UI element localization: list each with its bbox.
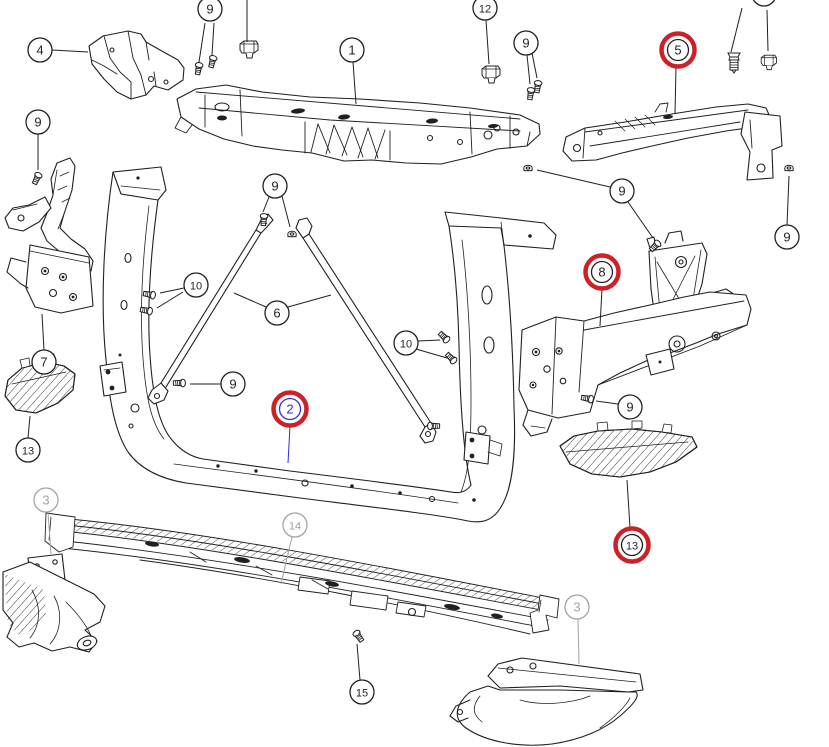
callout-15[interactable]: 15 xyxy=(349,679,375,705)
part-14-lower-closure-panel xyxy=(45,513,559,634)
callout-9[interactable]: 9 xyxy=(262,173,288,199)
callout-14[interactable]: 14 xyxy=(282,512,308,538)
part-3-left-deflector xyxy=(3,554,105,653)
callout-9[interactable]: 9 xyxy=(197,0,223,22)
callout-9[interactable]: 9 xyxy=(617,394,643,420)
svg-text:9: 9 xyxy=(206,1,213,16)
callout-5[interactable]: 5 xyxy=(659,31,697,69)
push-pin-icon xyxy=(727,52,741,74)
svg-text:10: 10 xyxy=(400,338,412,350)
callout-9[interactable]: 9 xyxy=(220,371,246,397)
svg-text:5: 5 xyxy=(674,42,681,57)
callout-9[interactable]: 9 xyxy=(25,109,51,135)
svg-text:9: 9 xyxy=(618,183,625,198)
svg-text:13: 13 xyxy=(22,445,34,457)
clip-icon xyxy=(760,54,777,71)
part-3-right-deflector xyxy=(450,658,643,745)
svg-text:9: 9 xyxy=(783,229,790,244)
svg-text:6: 6 xyxy=(273,305,280,320)
callout-9[interactable]: 9 xyxy=(609,178,635,204)
callout-9[interactable]: 9 xyxy=(513,30,539,56)
nut-icon xyxy=(784,164,794,172)
svg-text:12: 12 xyxy=(479,3,491,15)
svg-text:13: 13 xyxy=(626,540,638,552)
svg-text:2: 2 xyxy=(286,401,293,416)
svg-text:9: 9 xyxy=(271,178,278,193)
screw-icon xyxy=(206,54,219,69)
screw-icon xyxy=(30,170,44,186)
svg-text:15: 15 xyxy=(356,687,368,699)
part-13-right-splash-shield xyxy=(560,421,697,477)
svg-text:9: 9 xyxy=(34,114,41,129)
svg-text:8: 8 xyxy=(598,264,605,279)
screw-icon xyxy=(351,628,366,644)
callout-6[interactable]: 6 xyxy=(264,300,290,326)
callout-9[interactable]: 9 xyxy=(774,224,800,250)
part-6-diagonal-braces xyxy=(148,214,436,443)
callout-10[interactable]: 10 xyxy=(393,330,419,356)
svg-text:7: 7 xyxy=(40,354,47,369)
svg-text:14: 14 xyxy=(289,520,301,532)
svg-text:3: 3 xyxy=(42,492,49,507)
svg-text:9: 9 xyxy=(522,35,529,50)
callout-leader-lines xyxy=(27,0,790,681)
callout-13[interactable]: 13 xyxy=(613,526,651,564)
svg-text:4: 4 xyxy=(36,42,43,57)
part-4-upper-left-bracket xyxy=(89,31,184,99)
callout-2[interactable]: 2 xyxy=(271,390,309,428)
part-5-upper-right-rail xyxy=(563,103,782,180)
screw-icon xyxy=(193,61,204,76)
nut-icon xyxy=(523,164,533,172)
callout-13[interactable]: 13 xyxy=(15,437,41,463)
svg-text:1: 1 xyxy=(348,42,355,57)
callout-3[interactable]: 3 xyxy=(33,487,59,513)
callout-balloons: 9 4 1 12 9 5 9 9 9 9 10 6 10 8 9 2 7 13 9 13 3 14 3 15 xyxy=(15,0,800,705)
callout-edge xyxy=(752,0,776,7)
part-1-upper-crossmember xyxy=(175,85,540,164)
screw-icon xyxy=(436,329,452,345)
part-13-left-splash-shield xyxy=(5,354,75,413)
callout-3[interactable]: 3 xyxy=(564,594,590,620)
screw-icon xyxy=(427,421,441,431)
svg-text:9: 9 xyxy=(229,376,236,391)
screw-icon xyxy=(172,378,186,388)
part-2-radiator-support-frame xyxy=(100,167,556,522)
part-7-left-bracket xyxy=(5,158,93,313)
screw-icon xyxy=(525,86,536,101)
callout-1[interactable]: 1 xyxy=(339,37,365,63)
svg-text:10: 10 xyxy=(190,280,202,292)
callout-12[interactable]: 12 xyxy=(472,0,498,21)
callout-4[interactable]: 4 xyxy=(27,37,53,63)
svg-text:9: 9 xyxy=(626,399,633,414)
callout-10[interactable]: 10 xyxy=(183,272,209,298)
callout-8[interactable]: 8 xyxy=(583,253,621,291)
clip-icon xyxy=(239,40,259,59)
nut-icon xyxy=(287,230,297,238)
callout-7[interactable]: 7 xyxy=(31,349,57,375)
part-8-right-support-bracket xyxy=(519,231,751,436)
svg-text:3: 3 xyxy=(573,599,580,614)
screw-icon xyxy=(532,79,543,94)
clip-icon xyxy=(481,65,501,84)
